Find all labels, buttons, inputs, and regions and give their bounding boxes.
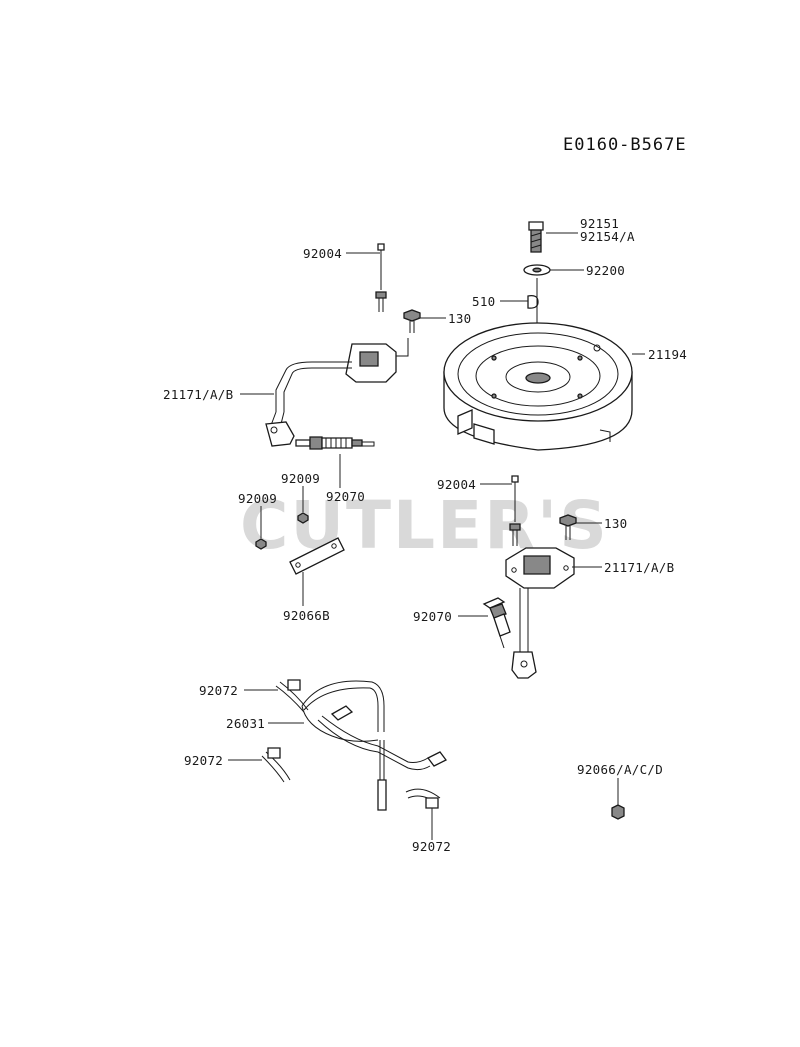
label-92200: 92200 — [586, 263, 625, 278]
label-21171-left: 21171/A/B — [163, 387, 233, 402]
diagram-code: E0160-B567E — [563, 135, 687, 155]
label-92070-left: 92070 — [326, 489, 365, 504]
plug-cap-right-part — [511, 651, 537, 679]
flywheel-21194-part — [443, 322, 633, 451]
label-21194: 21194 — [648, 347, 687, 362]
plug-cap-left-part — [265, 421, 295, 447]
bolt-130-right-part — [559, 514, 577, 540]
label-92151: 92151 — [580, 216, 619, 231]
label-92072-b: 92072 — [184, 753, 223, 768]
label-92066acd: 92066/A/C/D — [577, 762, 663, 777]
spark-plug-92070-right-part — [482, 597, 511, 649]
screw-92009-parts — [255, 512, 309, 550]
label-92004-right: 92004 — [437, 477, 476, 492]
label-92004-top: 92004 — [303, 246, 342, 261]
label-130-right: 130 — [604, 516, 627, 531]
label-92070-right: 92070 — [413, 609, 452, 624]
label-21171-right: 21171/A/B — [604, 560, 674, 575]
nut-92066-part — [611, 804, 625, 820]
spark-plug-92070-left-part — [295, 436, 375, 450]
label-26031: 26031 — [226, 716, 265, 731]
coil-21171-left-part — [269, 338, 409, 429]
harness-26031-part — [301, 680, 447, 811]
stud-92004-top-part — [375, 243, 387, 312]
label-92072-a: 92072 — [199, 683, 238, 698]
label-510: 510 — [472, 294, 495, 309]
washer-92200-part — [523, 264, 551, 276]
stud-92004-right-part — [509, 475, 521, 546]
clamp-92072-parts — [261, 679, 441, 809]
key-510-part — [527, 294, 539, 309]
label-92009-b: 92009 — [238, 491, 277, 506]
leader-lines — [228, 232, 645, 840]
label-92066b: 92066B — [283, 608, 330, 623]
bolt-92151-part — [528, 221, 544, 253]
plate-92066b-part — [289, 537, 345, 575]
coil-21171-right-part — [505, 547, 575, 658]
label-130-top: 130 — [448, 311, 471, 326]
label-92009-a: 92009 — [281, 471, 320, 486]
bolt-130-top-part — [403, 309, 421, 333]
label-92154a: 92154/A — [580, 229, 635, 244]
label-92072-c: 92072 — [412, 839, 451, 854]
